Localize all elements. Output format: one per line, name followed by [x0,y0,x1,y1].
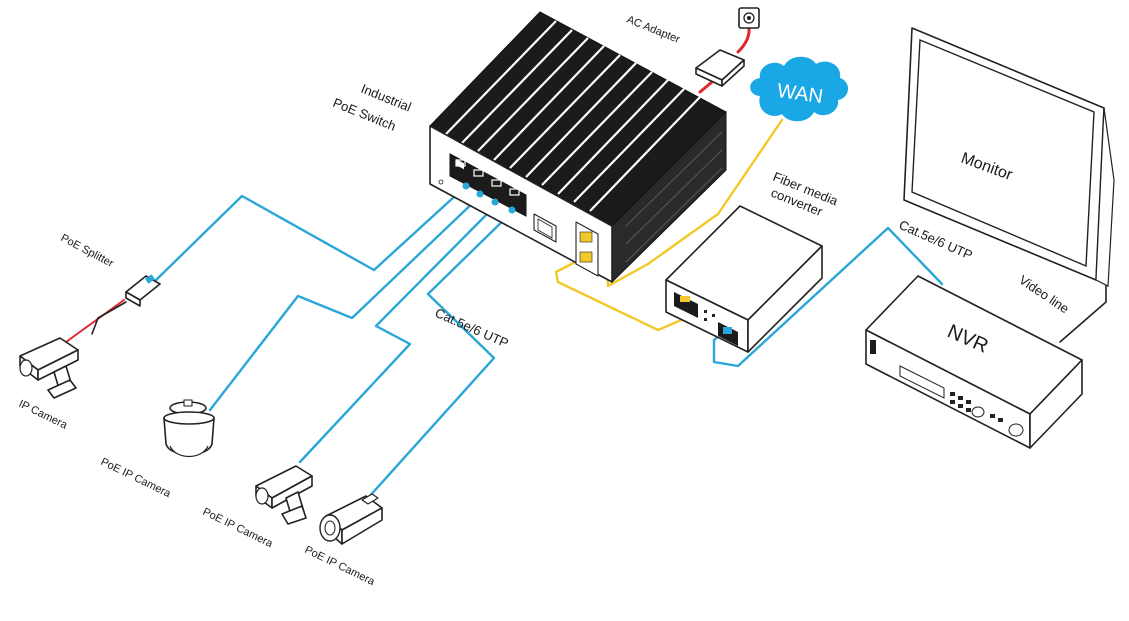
power-cable-switch [698,80,714,94]
nvr-icon [865,275,1083,449]
wall-socket-icon [738,7,760,29]
ethernet-cable-nvr [712,226,944,368]
ethernet-cable-dome [208,196,480,412]
cat-cable-label-cameras: Cat.5e/6 UTP [433,305,511,351]
ac-adapter-label: AC Adapter [625,14,682,46]
switch-ports [462,182,516,214]
fiber-converter-icon [665,205,823,353]
ac-adapter-icon [695,49,745,87]
poe-switch-icon [429,11,727,284]
ethernet-cable-ptz [298,204,497,464]
video-line-label: Video line [1016,272,1072,316]
poe-ip-camera-label-3: PoE IP Camera [303,544,378,589]
poe-ip-camera-label-1: PoE IP Camera [99,456,174,501]
wan-cloud-icon [750,56,849,122]
bullet-camera-icon [319,493,383,545]
splitter-power-cable [65,299,125,343]
power-cable-socket [736,26,751,54]
ethernet-cable-bullet [366,210,514,500]
poe-ip-camera-label-2: PoE IP Camera [201,506,276,551]
splitter-data-cable [91,301,127,335]
monitor-icon [903,27,1115,287]
ptz-camera-icon [255,465,313,525]
ip-camera-label: IP Camera [17,398,70,432]
ip-camera-icon [19,337,79,399]
poe-splitter-icon [125,274,161,307]
dome-camera-icon [163,399,215,458]
ethernet-cable-splitter [152,184,468,284]
poe-splitter-label: PoE Splitter [59,232,116,270]
uplink-cable-fiber [554,256,688,332]
